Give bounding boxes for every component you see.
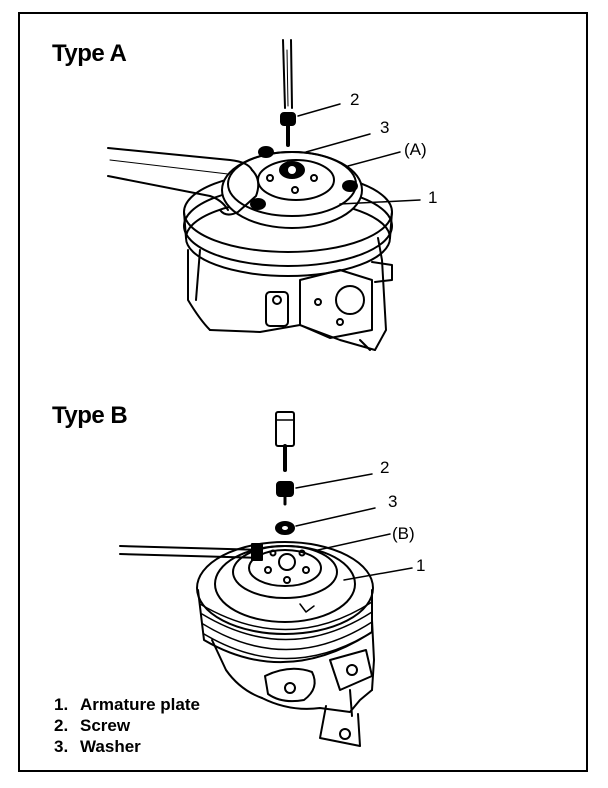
legend-item: 2. Screw bbox=[54, 715, 200, 736]
type-a-socket-extension bbox=[282, 39, 293, 109]
type-b-holder-tool bbox=[119, 543, 263, 561]
legend-text: Screw bbox=[80, 716, 131, 735]
type-b-armature-plate bbox=[214, 545, 356, 623]
type-a-illustration bbox=[107, 39, 421, 351]
legend-number: 2. bbox=[54, 716, 69, 735]
legend-item: 1. Armature plate bbox=[54, 694, 200, 715]
type-b-callout-3: 3 bbox=[388, 492, 398, 511]
legend-text: Armature plate bbox=[80, 695, 200, 714]
type-a-callout-3: 3 bbox=[380, 118, 390, 137]
type-a-callout-1: 1 bbox=[428, 188, 438, 207]
type-a-compressor-body bbox=[187, 237, 393, 351]
type-b-washer bbox=[275, 521, 295, 535]
type-a-callout-a: (A) bbox=[404, 140, 427, 159]
type-a-armature-plate bbox=[221, 146, 363, 229]
type-b-illustration bbox=[119, 411, 413, 747]
type-b-title: Type B bbox=[52, 402, 128, 429]
type-a-screw bbox=[280, 112, 296, 147]
type-b-callout-2: 2 bbox=[380, 458, 390, 477]
type-b-compressor-body bbox=[211, 619, 375, 747]
figure-frame bbox=[18, 12, 588, 772]
type-b-screw bbox=[276, 481, 294, 506]
type-a-callout-2: 2 bbox=[350, 90, 360, 109]
type-b-pulley bbox=[196, 541, 374, 664]
type-b-callout-1: 1 bbox=[416, 556, 426, 575]
legend-text: Washer bbox=[80, 737, 141, 756]
parts-legend: 1. Armature plate 2. Screw 3. Washer bbox=[54, 694, 200, 757]
type-b-leader-lines bbox=[295, 473, 413, 581]
type-a-holder-tool bbox=[107, 147, 260, 216]
type-b-socket bbox=[275, 411, 295, 472]
legend-number: 3. bbox=[54, 737, 69, 756]
legend-item: 3. Washer bbox=[54, 736, 200, 757]
type-a-leader-lines bbox=[297, 103, 421, 205]
legend-number: 1. bbox=[54, 695, 69, 714]
type-a-title: Type A bbox=[52, 40, 127, 67]
type-b-callout-b: (B) bbox=[392, 524, 415, 543]
